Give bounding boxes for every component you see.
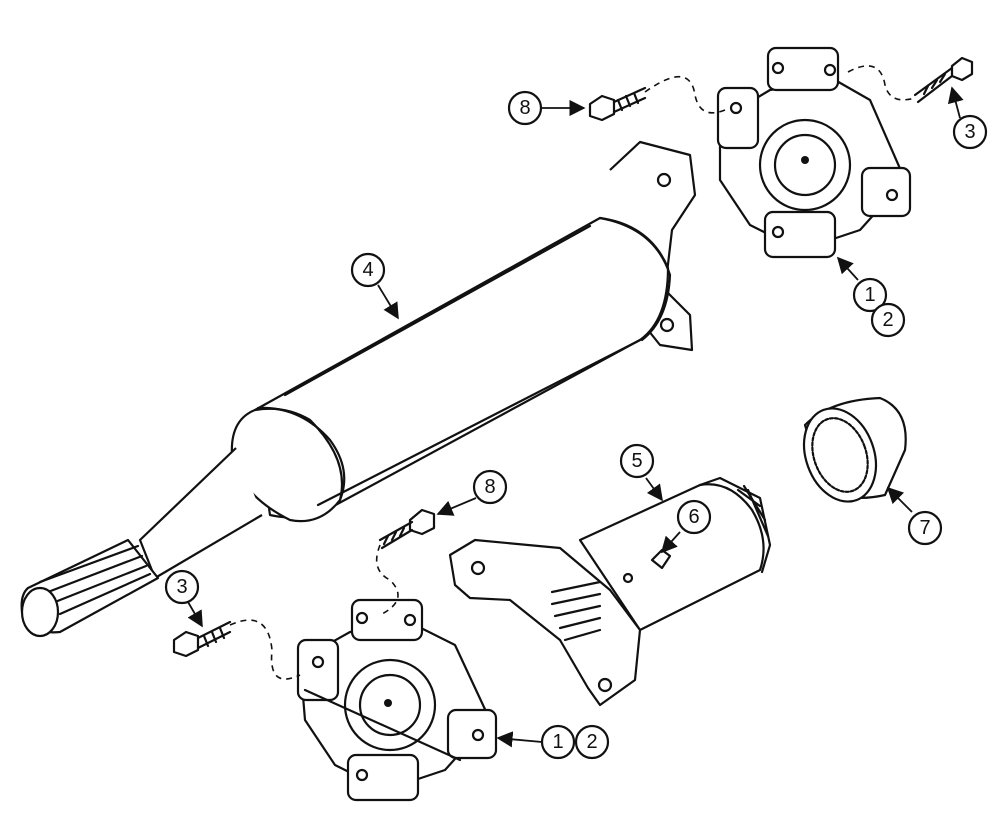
dust-cap xyxy=(802,396,907,503)
callout-1-bottom: 1 xyxy=(540,724,576,760)
callout-label: 7 xyxy=(919,517,930,539)
bolt-top-left xyxy=(588,86,647,122)
callout-4: 4 xyxy=(350,252,386,288)
callout-7: 7 xyxy=(907,510,943,546)
callout-label: 8 xyxy=(484,476,495,498)
leader-lines xyxy=(187,86,964,748)
callout-label: 5 xyxy=(631,450,642,472)
universal-joint-top xyxy=(716,46,912,259)
callout-2-bottom: 2 xyxy=(574,724,610,760)
callout-1-top: 1 xyxy=(852,277,888,313)
dashed-path-top-right xyxy=(847,65,916,101)
callout-label: 3 xyxy=(176,576,187,598)
callout-3-left: 3 xyxy=(164,569,200,605)
slip-yoke xyxy=(448,476,772,707)
callout-label: 1 xyxy=(864,284,875,306)
callout-label: 4 xyxy=(362,259,373,281)
callout-8-top: 8 xyxy=(507,90,543,126)
drive-shaft-tube xyxy=(20,140,697,638)
universal-joint-bottom xyxy=(296,598,498,802)
dashed-path-bottom-left xyxy=(229,619,301,680)
callout-label: 2 xyxy=(586,731,597,753)
callout-label: 3 xyxy=(964,121,975,143)
callout-6: 6 xyxy=(676,499,712,535)
callout-label: 8 xyxy=(519,97,530,119)
dashed-path-top-left xyxy=(644,75,726,114)
callout-8-middle: 8 xyxy=(472,469,508,505)
callout-2-top: 2 xyxy=(870,302,906,338)
bolt-bottom-left xyxy=(172,620,232,658)
bolt-top-right xyxy=(913,56,974,104)
callout-3-top: 3 xyxy=(952,114,988,150)
dashed-path-middle xyxy=(375,544,399,616)
callout-label: 1 xyxy=(552,731,563,753)
bolt-middle xyxy=(378,508,436,550)
callout-label: 2 xyxy=(882,309,893,331)
callout-5: 5 xyxy=(619,443,655,479)
callout-label: 6 xyxy=(688,506,699,528)
